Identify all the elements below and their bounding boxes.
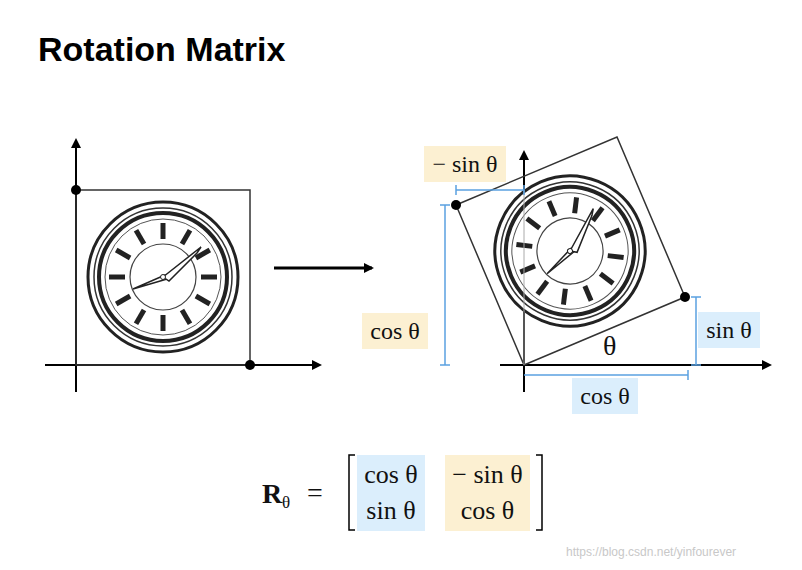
math-label: θ — [603, 330, 616, 362]
math-label: θ — [282, 493, 290, 513]
math-text: − sin θ — [452, 457, 522, 493]
math-text: sin θ — [366, 493, 415, 529]
math-text: cos θ — [580, 380, 630, 412]
title: Rotation Matrix — [38, 30, 285, 69]
matrix-column: − sin θcos θ — [445, 455, 530, 531]
measure-label: cos θ — [362, 313, 428, 349]
matrix-column: cos θsin θ — [357, 455, 425, 531]
watermark: https://blog.csdn.net/yinfourever — [566, 545, 736, 559]
math-text: sin θ — [706, 314, 752, 346]
math-text: cos θ — [370, 315, 420, 347]
math-text: cos θ — [461, 493, 515, 529]
math-text: − sin θ — [432, 148, 497, 180]
measure-label: − sin θ — [424, 146, 506, 182]
measure-label: cos θ — [572, 378, 638, 414]
math-label: = — [307, 477, 323, 509]
math-text: cos θ — [364, 457, 418, 493]
math-label: R — [262, 478, 282, 510]
measure-label: sin θ — [698, 312, 760, 348]
